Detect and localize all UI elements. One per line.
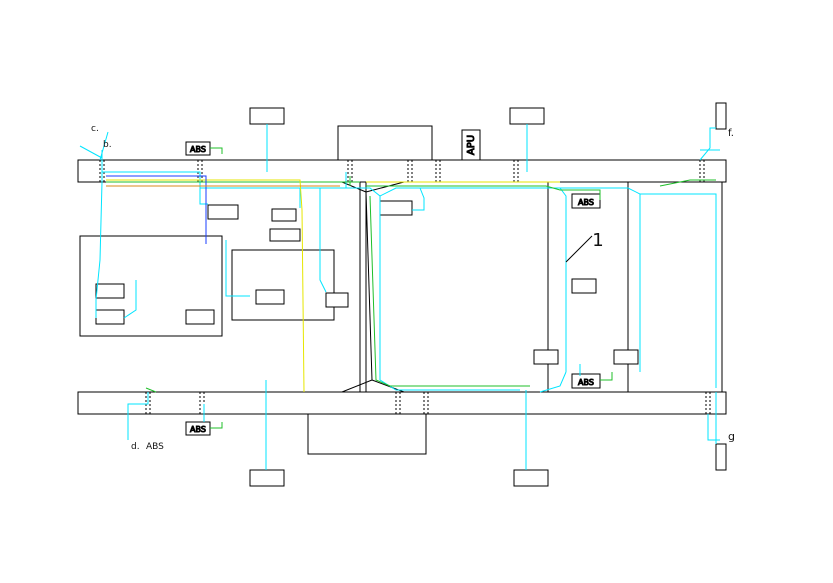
tail-lamp-top (715, 102, 727, 130)
solenoid-valve (379, 200, 413, 216)
side-marker-top-mid (509, 107, 545, 125)
harness-label-b: b. (103, 140, 112, 150)
abs-valve-top-left-label: ABS (190, 145, 206, 154)
frame-rail-top (77, 159, 727, 183)
side-marker-top-left (249, 107, 285, 125)
clutch (325, 292, 349, 308)
bracket-tag (271, 208, 297, 222)
inner-node-left (533, 349, 559, 365)
green-wiring (106, 147, 716, 429)
sensor (571, 278, 597, 294)
abs-valve-top-left: ABS (185, 141, 211, 156)
generator (95, 283, 125, 299)
harness-label-g: g (728, 430, 735, 443)
abs-valve-bottom-left: ABS (185, 421, 211, 436)
apu-label: APU (466, 135, 477, 155)
harness-label-d: d. ABS (131, 442, 164, 452)
harness-tag (269, 228, 301, 242)
abs-valve-right-top: ABS (571, 193, 601, 209)
frame-rail-bottom (77, 391, 727, 415)
fuel-tank (307, 413, 427, 455)
harness-label-f: f. (728, 128, 734, 139)
side-marker-bottom-mid (513, 469, 549, 487)
compressor (95, 309, 125, 325)
x-brace-right-lower (371, 379, 500, 393)
cyan-wiring (95, 124, 720, 470)
abs-valve-bottom-left-label: ABS (190, 425, 206, 434)
abs-valve-right-bottom: ABS (571, 373, 601, 389)
callout-1: 1 (565, 230, 604, 263)
starter (185, 309, 215, 325)
harness-label-b-letter: b. (103, 140, 112, 150)
gearbox (231, 249, 335, 321)
battery-box (337, 125, 433, 161)
abs-valve-right-bottom-label: ABS (578, 378, 594, 387)
harness-label-c: c. (91, 124, 99, 134)
harness-leaders (79, 131, 109, 161)
side-marker-bottom-left (249, 469, 285, 487)
abs-valve-right-top-label: ABS (578, 198, 594, 207)
blue-wiring (106, 175, 207, 244)
harness-label-d-letter: d. (131, 442, 140, 452)
inner-node-right (613, 349, 639, 365)
harness-label-f-letter: f. (728, 128, 734, 139)
apu-unit: APU (461, 129, 481, 161)
harness-label-d-text: ABS (146, 442, 164, 452)
harness-label-c-letter: c. (91, 124, 99, 134)
callout-number: 1 (592, 230, 603, 251)
tail-lamp-bottom (715, 443, 727, 471)
yellow-wiring (106, 179, 560, 393)
three-way-switch (255, 289, 285, 305)
x-brace-right (365, 181, 500, 193)
harness-label-g-letter: g (728, 430, 735, 443)
dryer (207, 204, 239, 220)
